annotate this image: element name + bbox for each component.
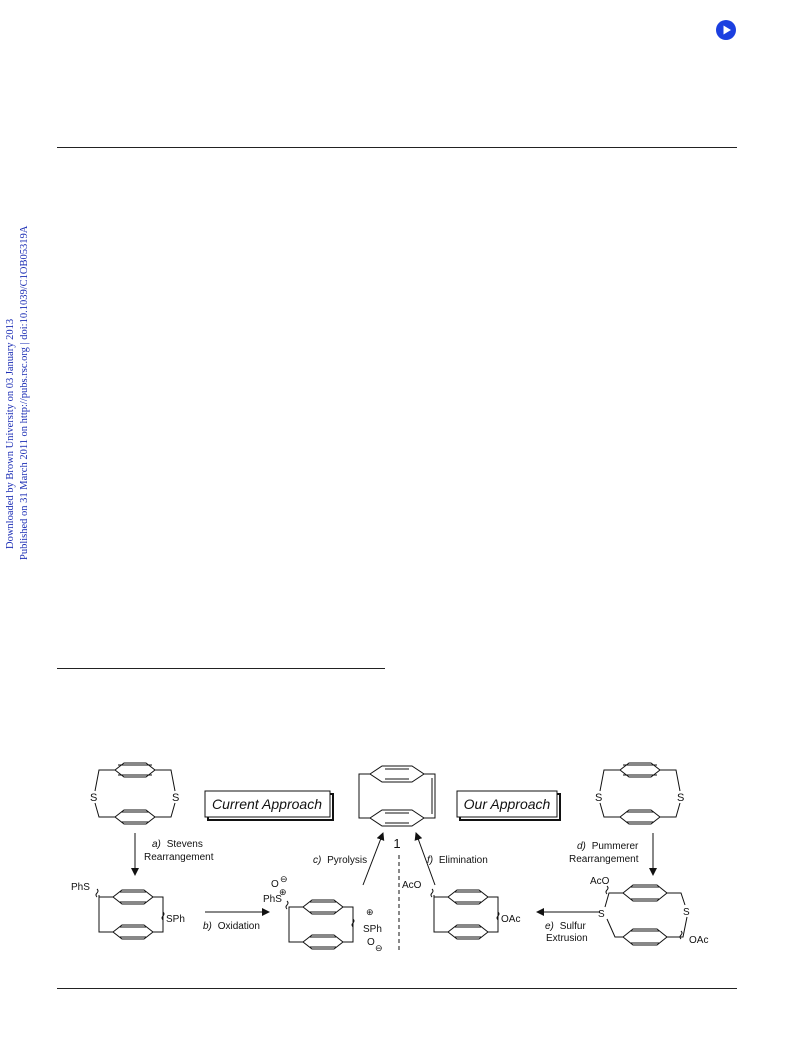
dithiacyclophane-left: S S: [90, 762, 179, 825]
stevens-product: PhS SPh: [71, 882, 185, 940]
published-line: Published on 31 March 2011 on http://pub…: [19, 225, 30, 560]
top-rule: [57, 147, 737, 148]
step-b-letter: b): [203, 921, 212, 932]
step-c-letter: c): [313, 855, 321, 866]
download-watermark: Downloaded by Brown University on 03 Jan…: [4, 200, 40, 560]
label-plus: ⊕: [366, 907, 374, 917]
label-sph: SPh: [363, 924, 382, 935]
step-a-arrow: a) Stevens Rearrangement: [131, 833, 214, 876]
step-c-name: Pyrolysis: [327, 855, 367, 866]
dithiacyclophane-right: S S: [595, 762, 684, 825]
download-line: Downloaded by Brown University on 03 Jan…: [5, 318, 16, 549]
svg-text:e) Sulfur: e) Sulfur: [545, 921, 586, 932]
step-b-arrow: b) Oxidation: [203, 908, 270, 932]
step-d-name-2: Rearrangement: [569, 854, 639, 865]
label-phs: PhS: [71, 882, 90, 893]
label-oxygen: O: [367, 937, 375, 948]
step-a-letter: a): [152, 839, 161, 850]
target-compound-1: 1: [358, 765, 436, 851]
step-b-name: Oxidation: [218, 921, 260, 932]
label-plus: ⊕: [279, 887, 287, 897]
step-e-name: Sulfur: [560, 921, 587, 932]
play-icon: [723, 25, 731, 35]
step-a-name: Stevens: [167, 839, 203, 850]
step-a-name-2: Rearrangement: [144, 852, 214, 863]
step-e-letter: e): [545, 921, 554, 932]
pummerer-product: S S AcO OAc: [590, 876, 708, 946]
label-s: S: [172, 792, 179, 804]
label-oac: OAc: [501, 914, 520, 925]
label-minus: ⊖: [375, 943, 383, 953]
label-oxygen: O: [271, 879, 279, 890]
compound-number: 1: [393, 836, 400, 851]
label-sph: SPh: [166, 914, 185, 925]
svg-text:a) Stevens: a) Stevens: [152, 839, 203, 850]
label-phs: PhS: [263, 894, 282, 905]
diacetate-cyclophane: AcO OAc: [402, 880, 520, 940]
svg-text:d) Pummerer: d) Pummerer: [577, 841, 639, 852]
bottom-rule: [57, 988, 737, 989]
current-approach-label: Current Approach: [212, 796, 322, 812]
label-s: S: [683, 907, 690, 918]
label-oac: OAc: [689, 935, 708, 946]
synthesis-scheme: S S Current Approach 1 Our Approach S S: [71, 762, 708, 953]
label-minus: ⊖: [280, 874, 288, 884]
step-e-arrow: e) Sulfur Extrusion: [536, 908, 600, 944]
svg-text:f) Elimination: f) Elimination: [427, 855, 488, 866]
svg-text:b) Oxidation: b) Oxidation: [203, 921, 260, 932]
footnote-rule: [57, 668, 385, 669]
next-page-button[interactable]: [716, 20, 736, 40]
svg-text:c) Pyrolysis: c) Pyrolysis: [313, 855, 367, 866]
our-approach-box: Our Approach: [456, 790, 561, 821]
step-e-name-2: Extrusion: [546, 933, 588, 944]
step-f-arrow: f) Elimination: [414, 832, 488, 886]
label-s: S: [598, 909, 605, 920]
step-d-name: Pummerer: [592, 841, 639, 852]
step-c-arrow: c) Pyrolysis: [313, 832, 385, 886]
label-s: S: [90, 792, 97, 804]
bis-sulfoxide: PhS O ⊖ ⊕ ⊕ SPh O ⊖: [263, 874, 383, 953]
label-aco: AcO: [590, 876, 610, 887]
label-s: S: [595, 792, 602, 804]
label-aco: AcO: [402, 880, 422, 891]
step-d-letter: d): [577, 841, 586, 852]
step-f-letter: f): [427, 855, 433, 866]
current-approach-box: Current Approach: [204, 790, 334, 821]
step-f-name: Elimination: [439, 855, 488, 866]
our-approach-label: Our Approach: [464, 796, 551, 812]
step-d-arrow: d) Pummerer Rearrangement: [569, 833, 657, 876]
label-s: S: [677, 792, 684, 804]
